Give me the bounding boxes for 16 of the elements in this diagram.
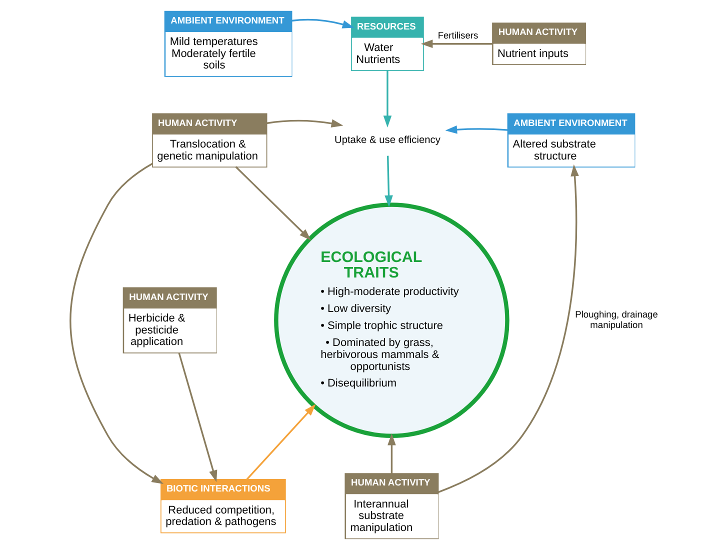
arrow <box>382 70 392 128</box>
arrow <box>384 156 392 208</box>
arrow <box>266 119 343 128</box>
node-text: Uptake & use efficiency <box>334 135 440 146</box>
arrow <box>69 162 164 484</box>
arrow <box>387 433 396 474</box>
node-circle: ECOLOGICAL TRAITS • High-moderate productivity • Low diversity • Simple trophic structure • Dominated by grass, herbivorous mammals & opportunists • Disequilibrium <box>274 202 509 438</box>
arrow <box>437 164 578 494</box>
arrow <box>290 18 354 28</box>
arrow <box>420 40 492 48</box>
arrow <box>178 352 217 482</box>
arrow <box>444 125 508 134</box>
arrow <box>234 166 311 241</box>
arrow <box>246 404 316 480</box>
edge-label: Fertilisers <box>437 30 478 41</box>
edge-label: Ploughing, drainage manipulation <box>574 310 658 330</box>
